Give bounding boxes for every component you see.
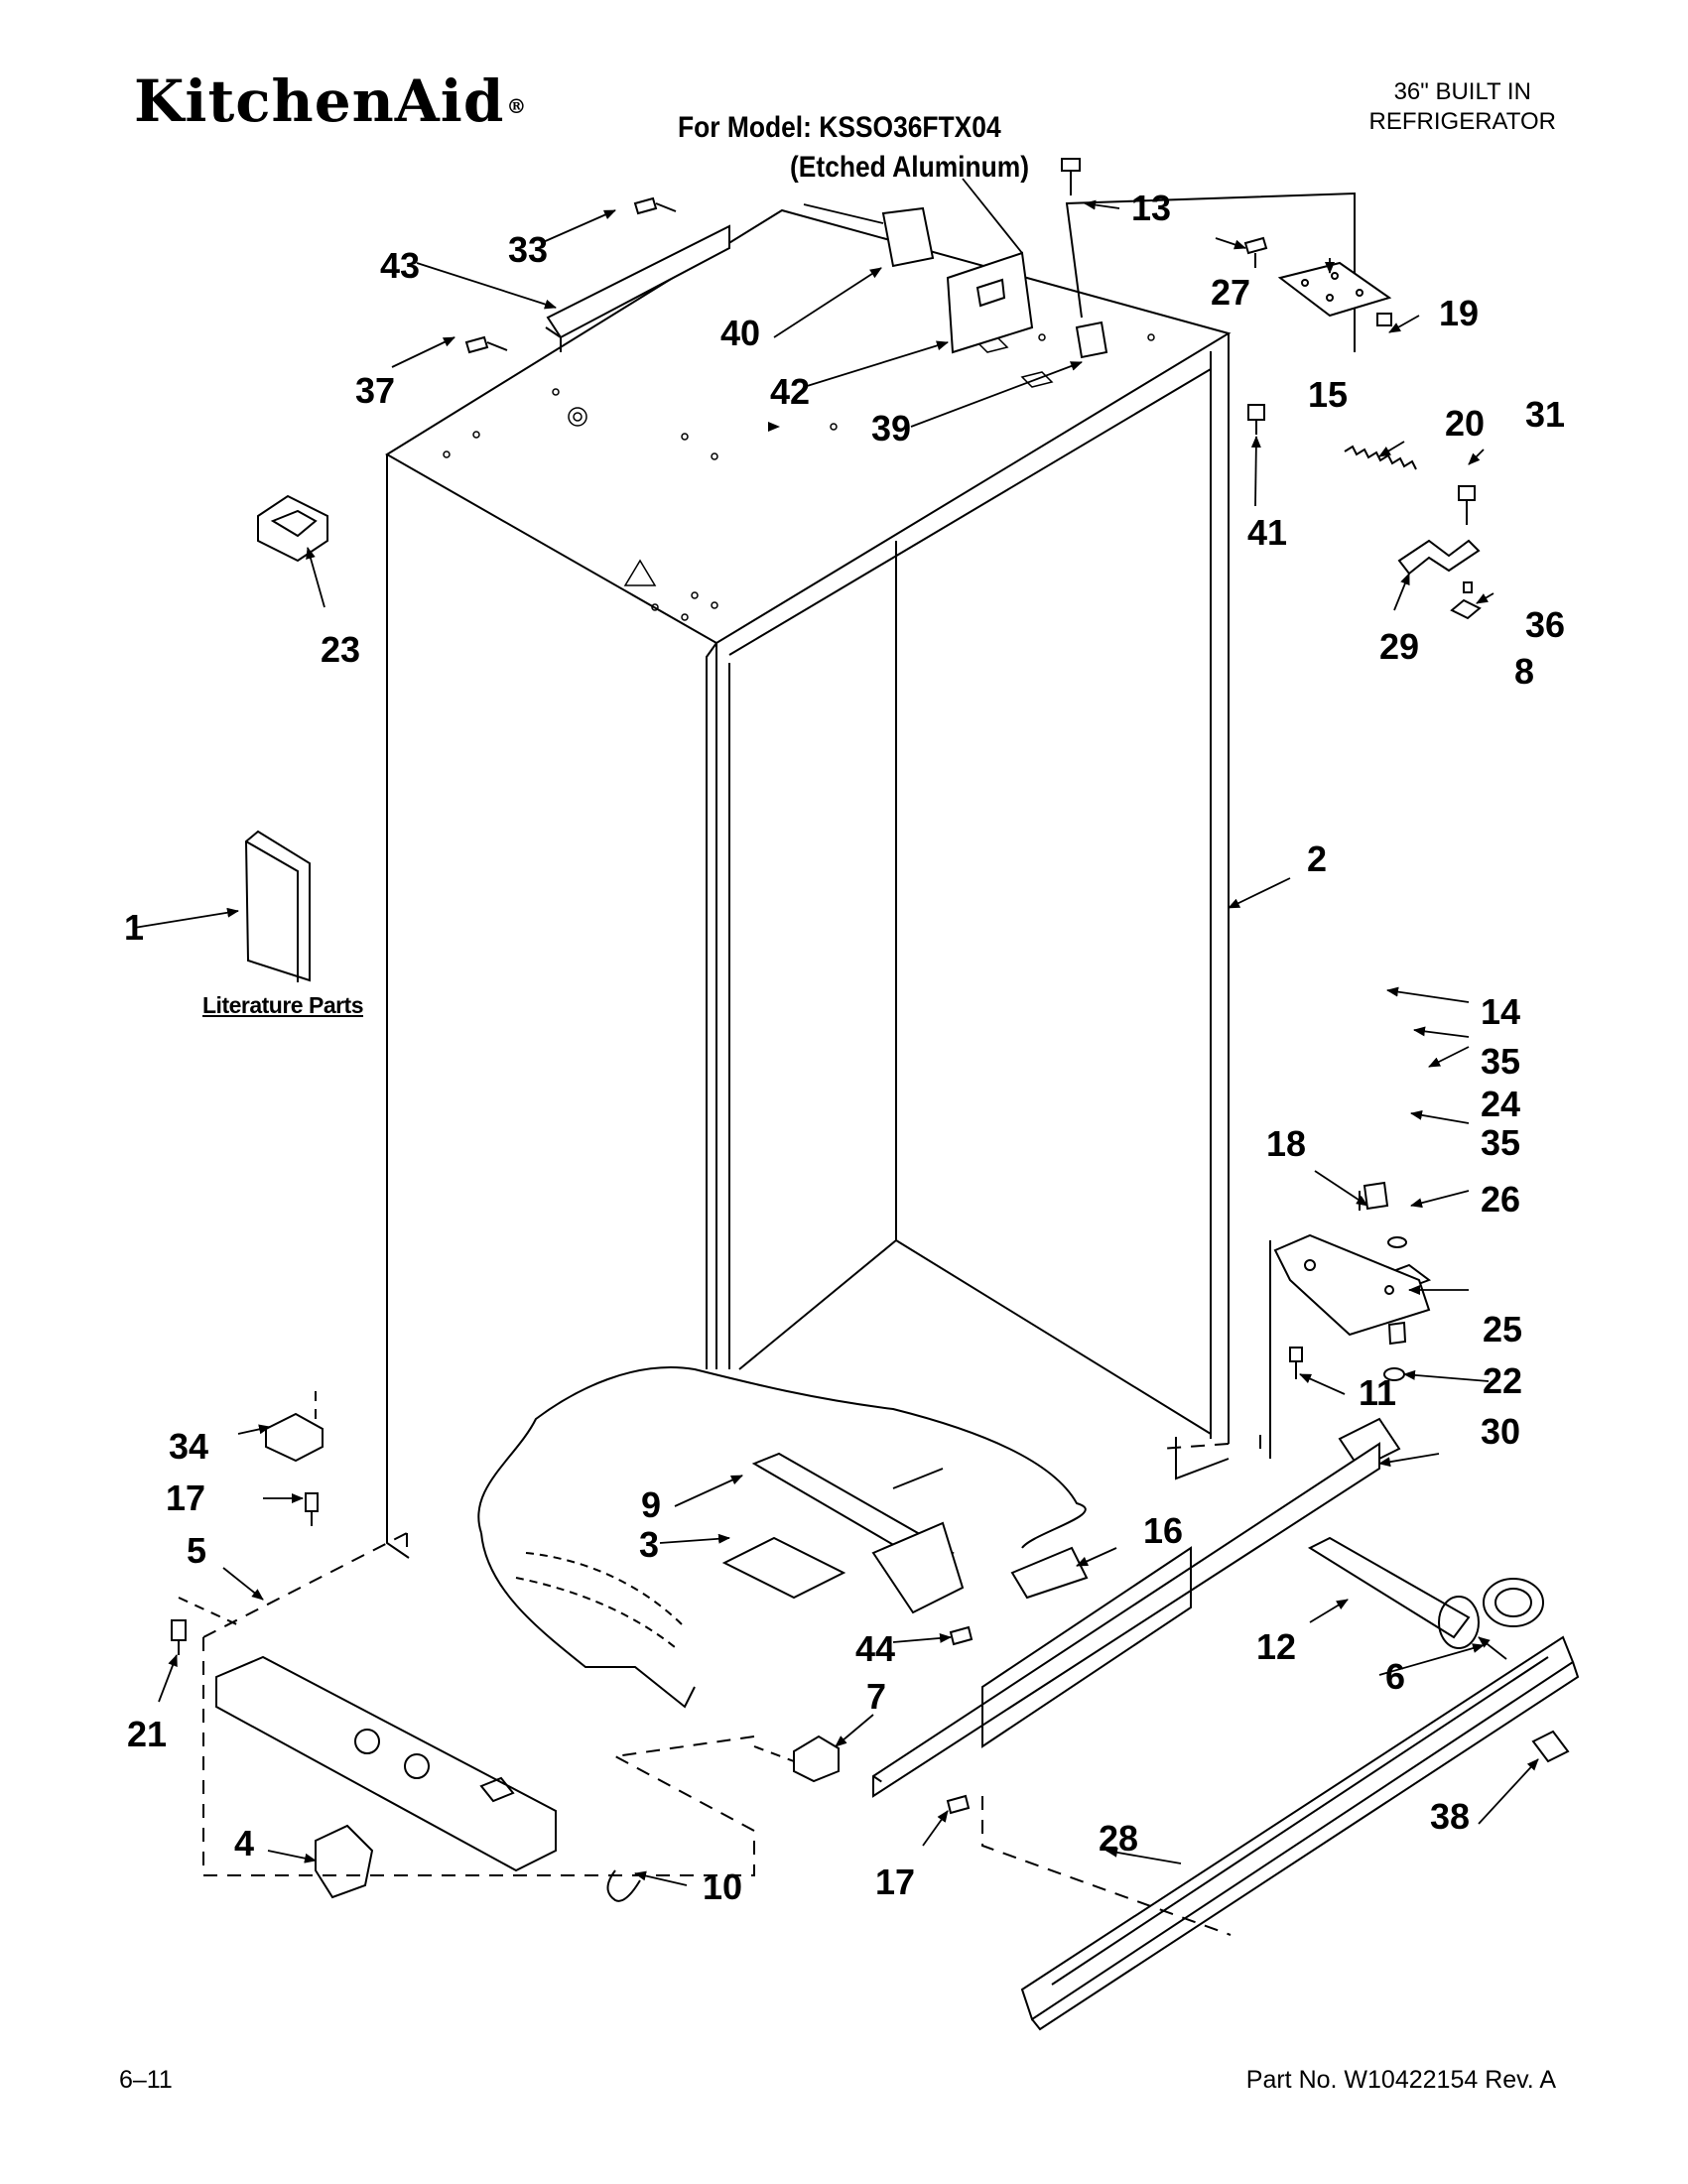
callout-17b: 17 xyxy=(874,1862,916,1902)
callout-3: 3 xyxy=(638,1524,660,1565)
callout-17a: 17 xyxy=(165,1477,206,1518)
part-7-clip xyxy=(793,1734,840,1783)
callout-1: 1 xyxy=(123,907,145,948)
callout-9: 9 xyxy=(640,1484,662,1525)
callout-38: 38 xyxy=(1429,1796,1471,1837)
callout-8: 8 xyxy=(1513,651,1535,692)
part-16-bracket xyxy=(1010,1546,1089,1600)
callout-25: 25 xyxy=(1482,1309,1523,1349)
spring xyxy=(1344,445,1417,470)
top-rail xyxy=(545,224,730,352)
callout-19: 19 xyxy=(1438,293,1480,333)
base-outline xyxy=(202,1637,755,1876)
callout-37: 37 xyxy=(354,370,396,411)
roller xyxy=(315,1824,374,1899)
leader-lines xyxy=(133,178,1539,1886)
model-line: For Model: KSSO36FTX04 xyxy=(678,111,1001,144)
callout-43: 43 xyxy=(379,245,421,286)
callout-16: 16 xyxy=(1142,1510,1184,1551)
callout-11: 11 xyxy=(1358,1372,1397,1413)
callout-2: 2 xyxy=(1306,838,1328,879)
tray-parts xyxy=(721,1452,965,1614)
registered-mark: ® xyxy=(506,94,528,118)
part-number: Part No. W10422154 Rev. A xyxy=(1245,2066,1556,2094)
part-34-clip xyxy=(265,1412,324,1463)
base-frame xyxy=(215,1655,557,1872)
product-line-2: REFRIGERATOR xyxy=(1368,108,1556,135)
brand-logo: KitchenAid® xyxy=(134,67,527,135)
literature-parts-label: Literature Parts xyxy=(202,992,364,1018)
callout-41: 41 xyxy=(1246,512,1288,553)
callout-27: 27 xyxy=(1210,272,1251,313)
finish-line: (Etched Aluminum) xyxy=(790,151,1030,184)
callout-29: 29 xyxy=(1378,626,1420,667)
callout-13: 13 xyxy=(1130,188,1172,228)
literature-book xyxy=(244,830,311,982)
callout-31: 31 xyxy=(1524,394,1566,435)
filter-knob xyxy=(1483,1578,1544,1627)
callout-6: 6 xyxy=(1384,1656,1406,1697)
callout-34: 34 xyxy=(168,1426,209,1467)
callout-4: 4 xyxy=(233,1823,255,1863)
callout-40: 40 xyxy=(719,313,761,353)
callout-36: 36 xyxy=(1524,604,1566,645)
top-components xyxy=(881,192,1356,359)
callout-22: 22 xyxy=(1482,1360,1523,1401)
callout-30: 30 xyxy=(1480,1411,1521,1452)
callout-44: 44 xyxy=(854,1628,896,1669)
product-type: 36" BUILT IN REFRIGERATOR xyxy=(1369,77,1556,137)
screws xyxy=(171,158,1482,1815)
callout-20: 20 xyxy=(1444,403,1486,444)
callout-39: 39 xyxy=(870,408,912,449)
callout-23: 23 xyxy=(320,629,361,670)
callout-33: 33 xyxy=(507,229,549,270)
lower-hinge xyxy=(1269,1181,1432,1471)
product-line-1: 36" BUILT IN xyxy=(1393,78,1531,105)
hose xyxy=(606,1869,641,1902)
callout-26: 26 xyxy=(1480,1179,1521,1220)
callout-24: 24 xyxy=(1480,1084,1521,1124)
callout-42: 42 xyxy=(769,371,811,412)
callout-7: 7 xyxy=(865,1676,887,1717)
brand-name: KitchenAid xyxy=(134,67,505,135)
part-23-bracket xyxy=(257,494,328,563)
top-holes xyxy=(443,333,1155,621)
callout-18: 18 xyxy=(1265,1123,1307,1164)
page-number: 6–11 xyxy=(119,2066,173,2094)
callout-10: 10 xyxy=(702,1866,743,1907)
callout-12: 12 xyxy=(1255,1626,1297,1667)
top-hinge-plate xyxy=(1277,261,1392,318)
callout-28: 28 xyxy=(1098,1818,1139,1859)
callout-14: 14 xyxy=(1480,991,1521,1032)
callout-35a: 35 xyxy=(1480,1041,1521,1082)
callout-15: 15 xyxy=(1307,374,1349,415)
filter-housing xyxy=(1307,1536,1480,1649)
callout-35b: 35 xyxy=(1480,1122,1521,1163)
grille-panel xyxy=(872,1442,1380,1798)
kickplate xyxy=(1020,1635,1580,2031)
end-cap xyxy=(1531,1730,1570,1763)
part-29-bracket xyxy=(1397,539,1481,576)
callout-21: 21 xyxy=(126,1714,168,1754)
callout-5: 5 xyxy=(186,1530,207,1571)
